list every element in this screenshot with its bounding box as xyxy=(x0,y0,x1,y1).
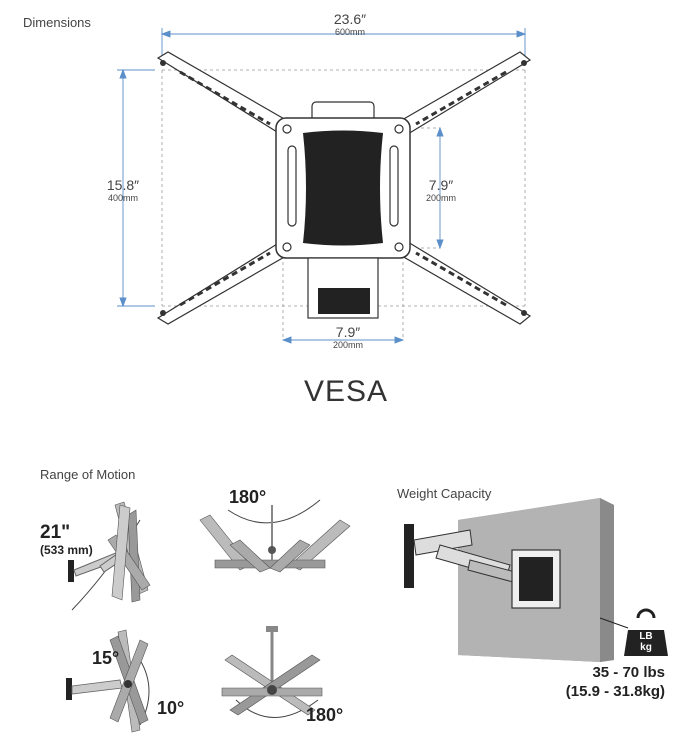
inner-vertical-dimension: 7.9″ 200mm xyxy=(418,177,464,203)
inner-horizontal-inches: 7.9″ xyxy=(335,324,361,340)
height-mm: 400mm xyxy=(107,193,138,203)
extension-metric: (533 mm) xyxy=(40,543,93,557)
extension-value: 21" xyxy=(40,522,71,543)
vesa-label: VESA xyxy=(304,375,389,408)
extension-illustration xyxy=(68,501,151,611)
tilt-up-angle: 15° xyxy=(92,648,120,668)
swivel-top-angle: 180° xyxy=(229,487,267,507)
inner-horizontal-mm: 200mm xyxy=(332,340,363,350)
wall-plate xyxy=(404,524,414,588)
swivel-top-illustration xyxy=(199,499,351,573)
swivel-bottom-angle: 180° xyxy=(306,705,344,725)
height-dimension: 15.8″ 400mm xyxy=(96,177,150,203)
swivel-bottom-illustration xyxy=(221,626,323,718)
range-of-motion-title: Range of Motion xyxy=(40,467,136,482)
dimensions-title: Dimensions xyxy=(23,15,91,30)
weight-metric: (15.9 - 31.8kg) xyxy=(565,683,665,700)
height-inches: 15.8″ xyxy=(106,177,140,193)
weight-range: 35 - 70 lbs (15.9 - 31.8kg) xyxy=(515,663,665,701)
width-inches: 23.6″ xyxy=(333,11,367,27)
width-mm: 600mm xyxy=(334,27,365,37)
weight-capacity-title: Weight Capacity xyxy=(397,486,492,501)
weight-badge: LB kg xyxy=(631,631,661,653)
width-dimension: 23.6″ 600mm xyxy=(320,11,380,37)
badge-lb: LB xyxy=(639,631,653,642)
inner-horizontal-dimension: 7.9″ 200mm xyxy=(318,324,378,350)
tilt-illustration xyxy=(66,629,150,733)
weight-imperial: 35 - 70 lbs xyxy=(592,664,665,681)
inner-vertical-mm: 200mm xyxy=(425,193,456,203)
badge-kg: kg xyxy=(640,642,652,653)
weight-icon xyxy=(624,608,668,656)
tilt-down-angle: 10° xyxy=(157,698,185,718)
inner-vertical-inches: 7.9″ xyxy=(428,177,454,193)
